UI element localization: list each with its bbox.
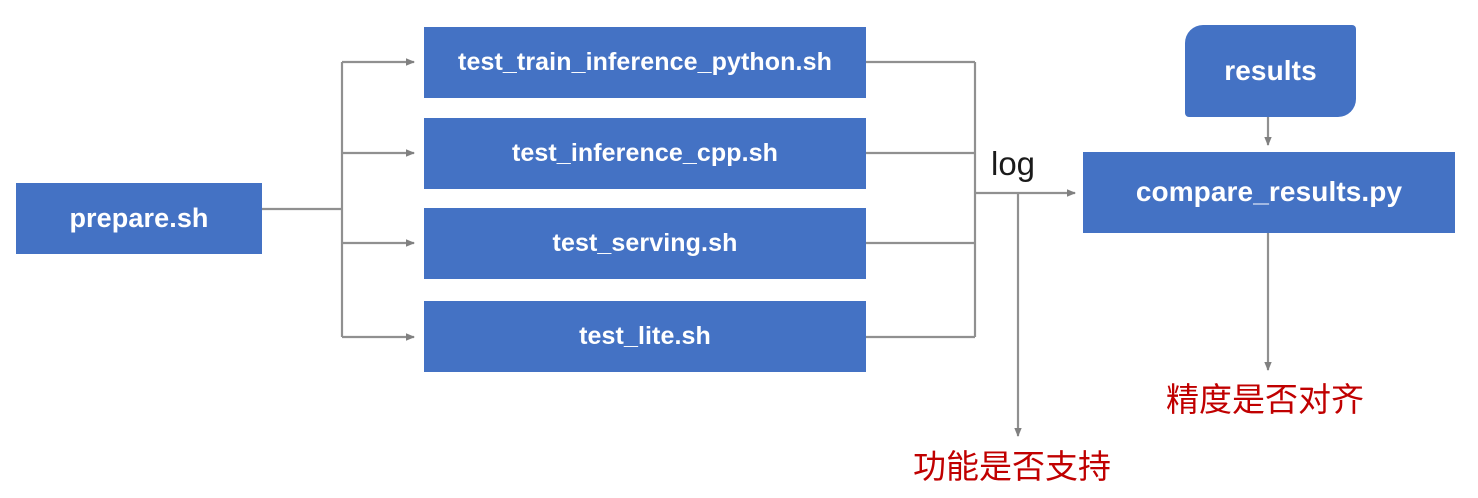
- node-test-train-inference-python-sh-label: test_train_inference_python.sh: [458, 47, 832, 76]
- edge-label-log: log: [991, 145, 1036, 182]
- node-test-lite-sh-label: test_lite.sh: [579, 321, 711, 350]
- node-results[interactable]: results: [1185, 25, 1356, 117]
- node-test-serving-sh-label: test_serving.sh: [552, 228, 738, 257]
- node-results-label: results: [1224, 54, 1317, 86]
- node-prepare-sh-label: prepare.sh: [69, 202, 209, 233]
- node-prepare-sh[interactable]: prepare.sh: [16, 183, 262, 254]
- node-compare-results-py-label: compare_results.py: [1135, 176, 1403, 208]
- note-function-supported: 功能是否支持: [913, 447, 1111, 486]
- node-test-inference-cpp-sh[interactable]: test_inference_cpp.sh: [424, 118, 866, 189]
- node-test-inference-cpp-sh-label: test_inference_cpp.sh: [511, 138, 779, 167]
- node-test-train-inference-python-sh[interactable]: test_train_inference_python.sh: [424, 27, 866, 98]
- note-precision-aligned: 精度是否对齐: [1166, 380, 1364, 419]
- node-test-lite-sh[interactable]: test_lite.sh: [424, 301, 866, 372]
- node-compare-results-py[interactable]: compare_results.py: [1083, 152, 1455, 233]
- node-test-serving-sh[interactable]: test_serving.sh: [424, 208, 866, 279]
